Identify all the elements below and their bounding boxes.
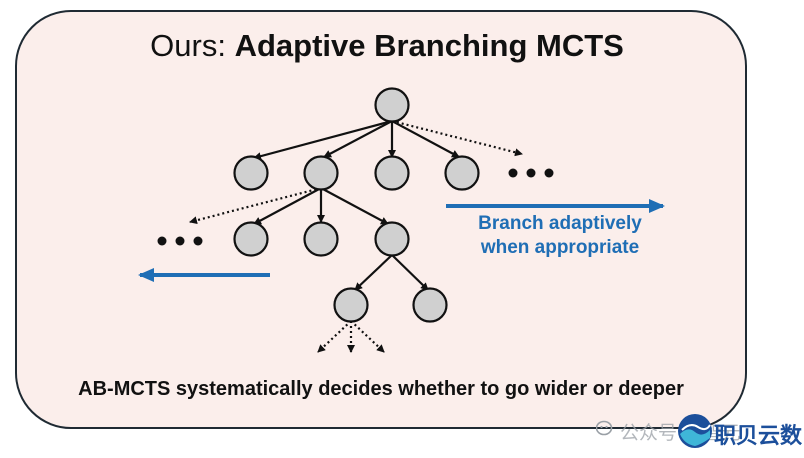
- title-prefix: Ours:: [150, 28, 235, 63]
- ellipsis-left: [157, 236, 203, 246]
- node-4: [444, 155, 480, 191]
- node-1: [233, 155, 269, 191]
- node-3: [374, 155, 410, 191]
- node-5: [233, 221, 269, 257]
- dotted-edge-root: [391, 119, 523, 157]
- watermark-brand: 职贝云数: [714, 423, 803, 448]
- node-7: [374, 221, 410, 257]
- edge-n2-n5: [253, 187, 322, 225]
- node-9: [412, 287, 448, 323]
- edge-root-n4: [391, 120, 460, 158]
- diagram-caption: AB-MCTS systematically decides whether t…: [78, 378, 684, 400]
- edge-n2-n7: [320, 187, 389, 225]
- tree-edges: [253, 119, 460, 291]
- annotation-line-1: Branch adaptively: [478, 213, 642, 234]
- edge-root-n1: [253, 119, 393, 161]
- tree-nodes: [233, 87, 480, 323]
- node-8: [333, 287, 369, 323]
- dotted-edge-n8-left: [317, 320, 352, 353]
- node-root: [374, 87, 410, 123]
- diagram-title: Ours: Adaptive Branching MCTS: [0, 28, 774, 64]
- node-2: [303, 155, 339, 191]
- edge-n7-n9: [391, 254, 429, 291]
- branch-annotation: Branch adaptively when appropriate: [445, 212, 675, 260]
- dotted-edges: [189, 119, 523, 353]
- dotted-edge-n2: [189, 186, 322, 225]
- title-emphasis: Adaptive Branching MCTS: [234, 28, 624, 63]
- brand-logo-icon: [678, 414, 712, 448]
- edge-n7-n8: [354, 254, 393, 291]
- dotted-edge-n8-right: [350, 320, 385, 353]
- annotation-line-2: when appropriate: [480, 237, 640, 258]
- wechat-icon: [596, 420, 613, 436]
- edge-root-n2: [323, 120, 393, 158]
- ellipsis-right: [508, 168, 554, 178]
- node-6: [303, 221, 339, 257]
